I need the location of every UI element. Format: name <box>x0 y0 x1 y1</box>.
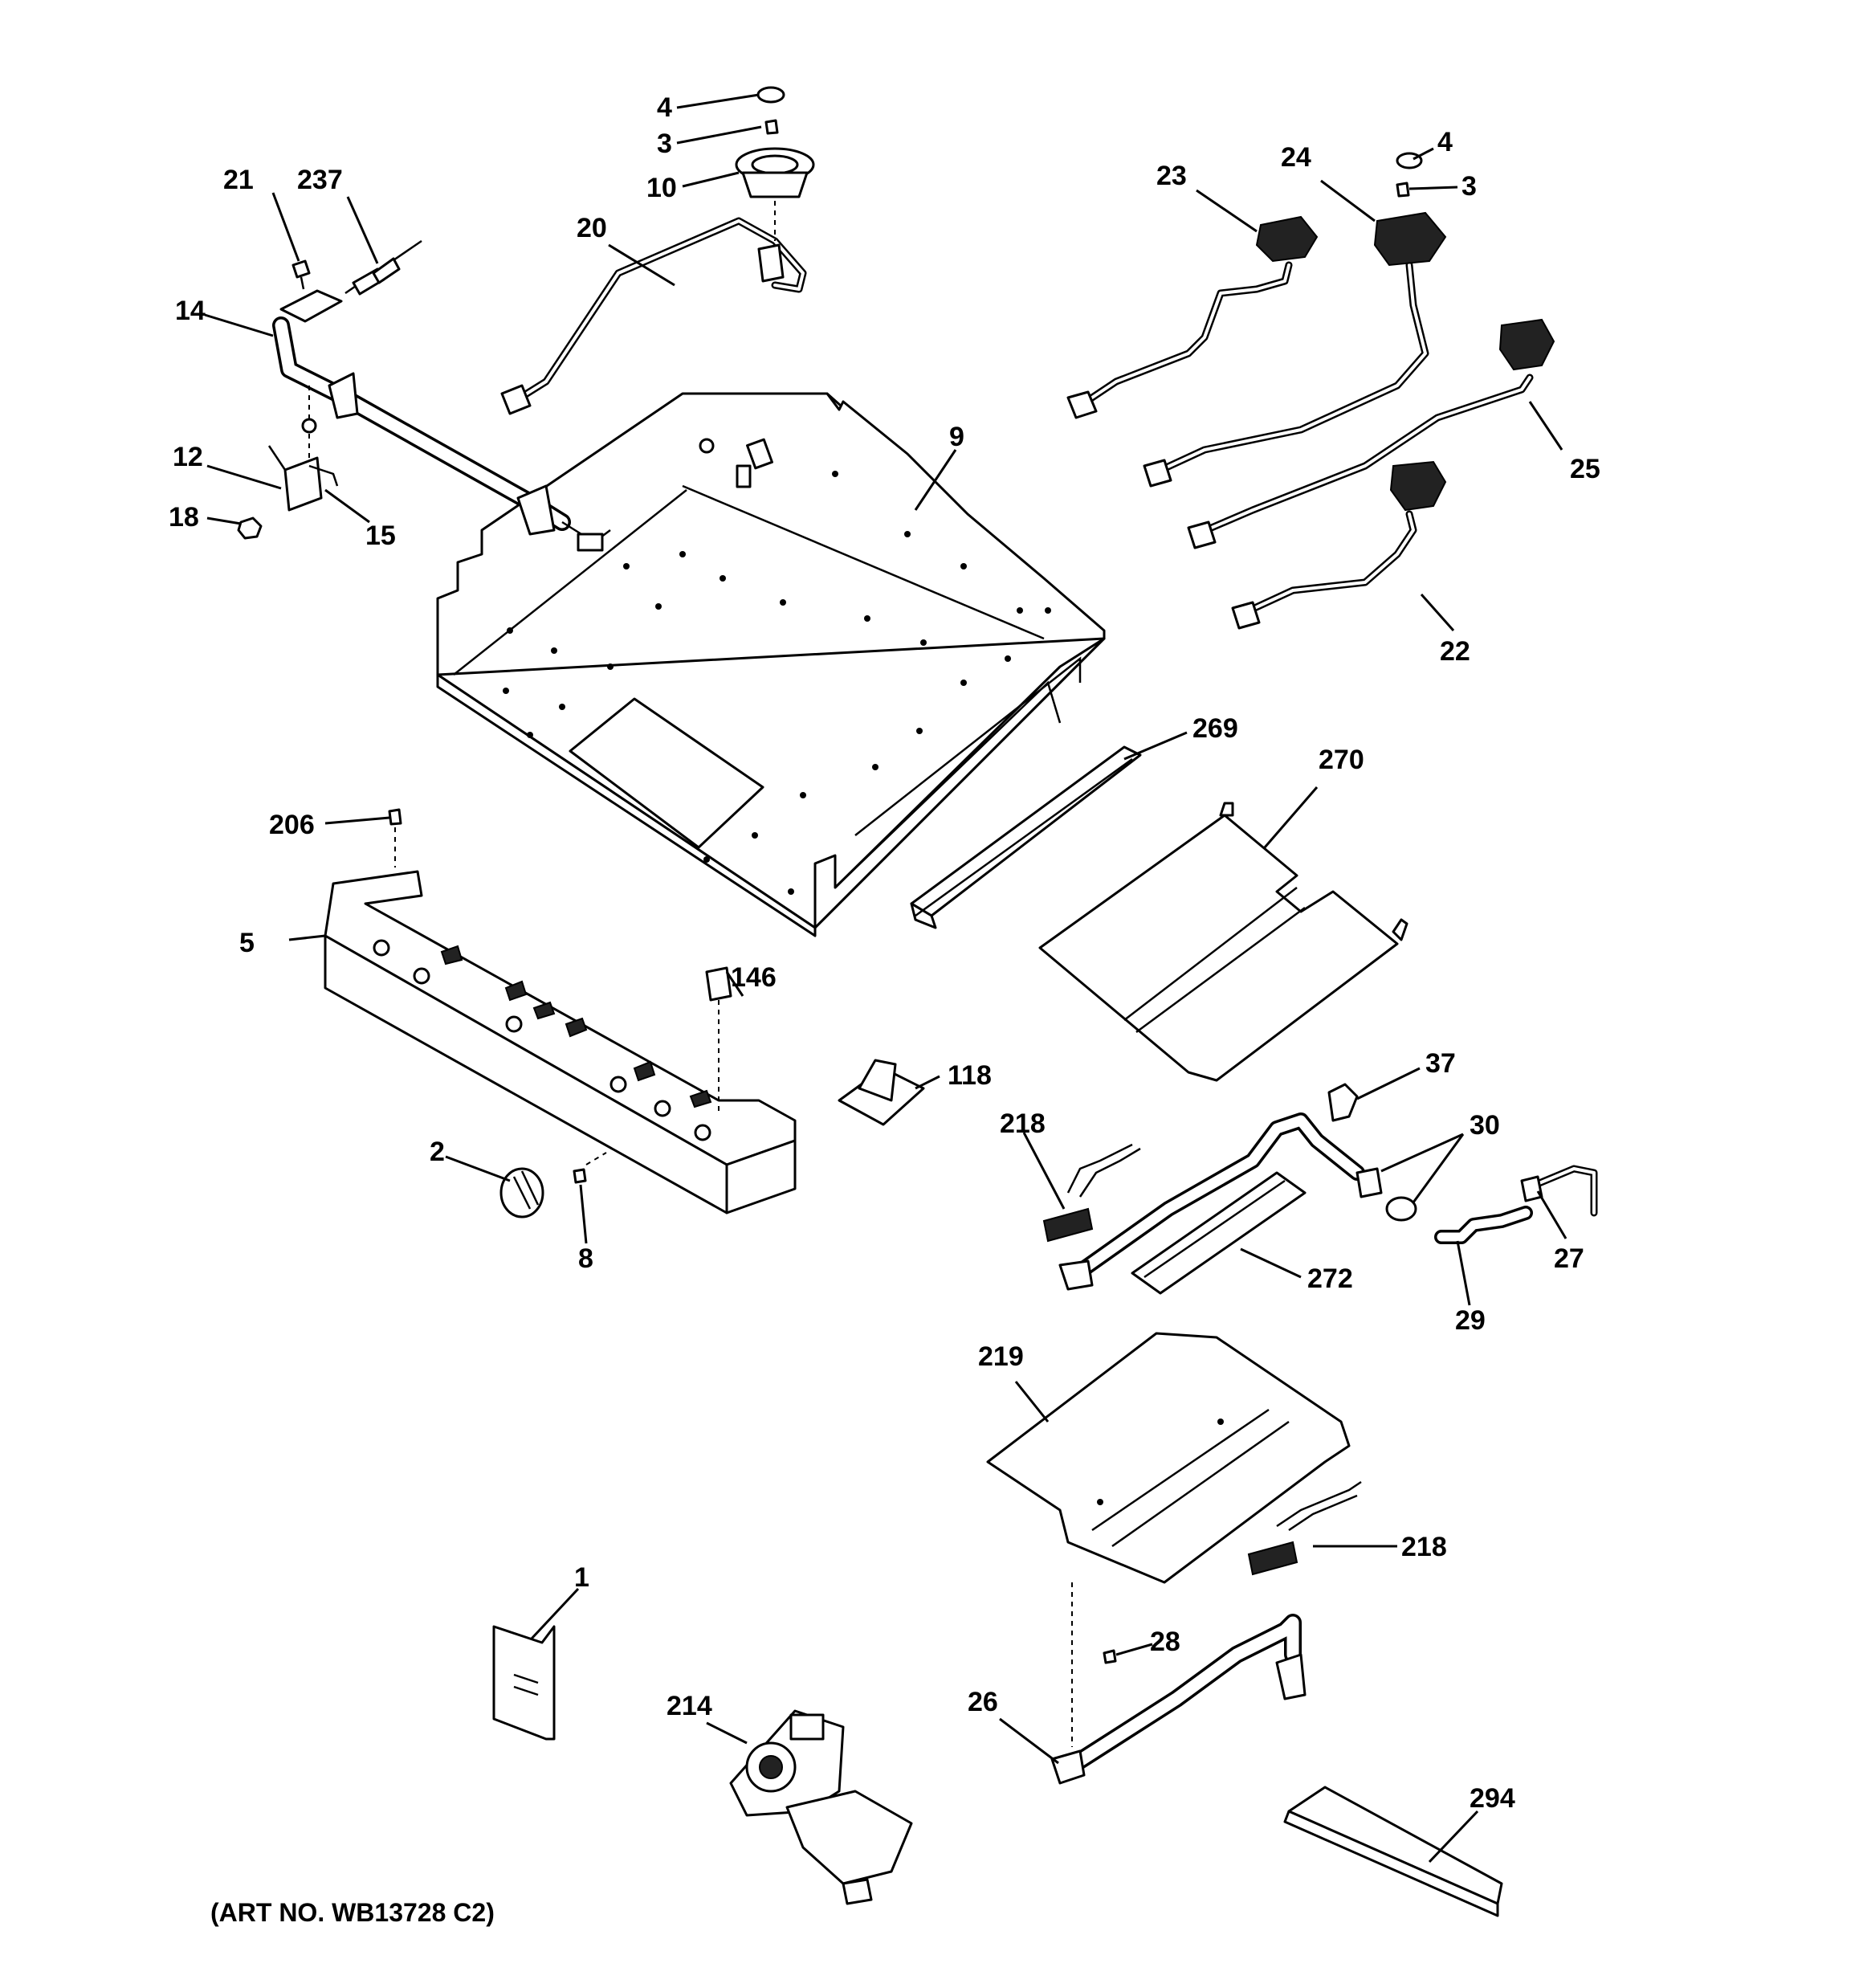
callout-218-lower: 218 <box>1401 1532 1447 1562</box>
callout-8: 8 <box>578 1243 593 1274</box>
part-146-clip <box>705 966 732 1112</box>
part-118-bracket <box>838 1059 925 1126</box>
part-24-valve-tube <box>1143 211 1447 488</box>
callout-9: 9 <box>949 422 964 452</box>
part-3-screw-top <box>764 119 779 135</box>
callout-18: 18 <box>169 502 199 533</box>
callout-26: 26 <box>968 1687 998 1717</box>
part-8-screw <box>573 1152 607 1184</box>
part-30-orifice <box>1355 1167 1417 1222</box>
part-2-knob <box>499 1167 544 1219</box>
part-219-baffle <box>986 1332 1351 1584</box>
callout-12: 12 <box>173 442 203 472</box>
callout-22: 22 <box>1440 636 1470 667</box>
part-26-oven-burner <box>1050 1614 1307 1785</box>
part-9-burner-box <box>436 392 1106 937</box>
callout-23: 23 <box>1156 161 1187 191</box>
part-269-strip <box>910 745 1142 929</box>
callout-237: 237 <box>297 165 343 195</box>
part-27-tube <box>1520 1165 1598 1217</box>
part-23-valve-tube <box>1066 215 1319 419</box>
callout-269: 269 <box>1192 713 1238 744</box>
part-25-valve-tube <box>1187 318 1555 549</box>
part-20-tube <box>500 217 807 415</box>
callout-118: 118 <box>948 1060 992 1091</box>
callout-294: 294 <box>1470 1783 1515 1814</box>
callout-206: 206 <box>269 810 315 840</box>
callout-5: 5 <box>239 928 255 958</box>
callout-4-top: 4 <box>657 92 672 123</box>
part-37-clip <box>1327 1083 1359 1122</box>
part-218-igniter-lower <box>1247 1480 1362 1576</box>
callout-4-right: 4 <box>1437 127 1453 157</box>
part-214-valve <box>729 1709 913 1905</box>
part-21-screw <box>291 259 311 290</box>
callout-27: 27 <box>1554 1243 1584 1274</box>
part-28-screw <box>1071 1582 1117 1747</box>
part-218-igniter-upper <box>1042 1143 1141 1243</box>
callout-219: 219 <box>978 1341 1024 1372</box>
part-5-control-panel <box>324 870 797 1214</box>
callout-29: 29 <box>1455 1305 1486 1336</box>
part-1-literature <box>492 1625 556 1741</box>
part-29-elbow <box>1434 1206 1533 1244</box>
callout-218-upper: 218 <box>1000 1108 1046 1139</box>
part-206-screw <box>388 808 402 867</box>
callout-1: 1 <box>574 1562 589 1593</box>
callout-21: 21 <box>223 165 254 195</box>
part-12-bracket <box>267 386 339 512</box>
part-237-fitting <box>344 239 422 296</box>
callout-labels: 4 3 10 21 237 20 14 12 18 15 9 23 24 4 3… <box>169 92 1600 1814</box>
callout-146: 146 <box>731 962 777 993</box>
callout-3-right: 3 <box>1461 171 1477 202</box>
callout-28: 28 <box>1150 1627 1180 1657</box>
part-18-nut <box>237 516 263 540</box>
callout-15: 15 <box>365 520 396 551</box>
part-272-channel <box>1131 1171 1307 1295</box>
callout-24: 24 <box>1281 142 1311 173</box>
callout-20: 20 <box>577 213 607 243</box>
callout-3-top: 3 <box>657 129 672 159</box>
part-14-manifold <box>272 289 611 552</box>
art-number: (ART NO. WB13728 C2) <box>210 1898 495 1927</box>
part-10-holder <box>735 147 815 241</box>
part-270-shield <box>1038 802 1408 1082</box>
part-3-screw-right <box>1396 182 1410 198</box>
leader-lines <box>204 93 1567 1863</box>
callout-25: 25 <box>1570 454 1600 484</box>
callout-14: 14 <box>175 296 206 326</box>
callout-37: 37 <box>1425 1048 1456 1079</box>
callout-214: 214 <box>667 1691 712 1721</box>
callout-2: 2 <box>430 1137 445 1167</box>
part-294-strip <box>1283 1786 1503 1917</box>
part-oven-burner-upper <box>1058 1112 1365 1291</box>
callout-10: 10 <box>646 173 677 203</box>
part-22-valve-tube <box>1231 460 1447 630</box>
callout-272: 272 <box>1307 1263 1353 1294</box>
callout-30: 30 <box>1470 1110 1500 1141</box>
callout-270: 270 <box>1319 745 1364 775</box>
part-4-nut-top <box>756 86 785 104</box>
